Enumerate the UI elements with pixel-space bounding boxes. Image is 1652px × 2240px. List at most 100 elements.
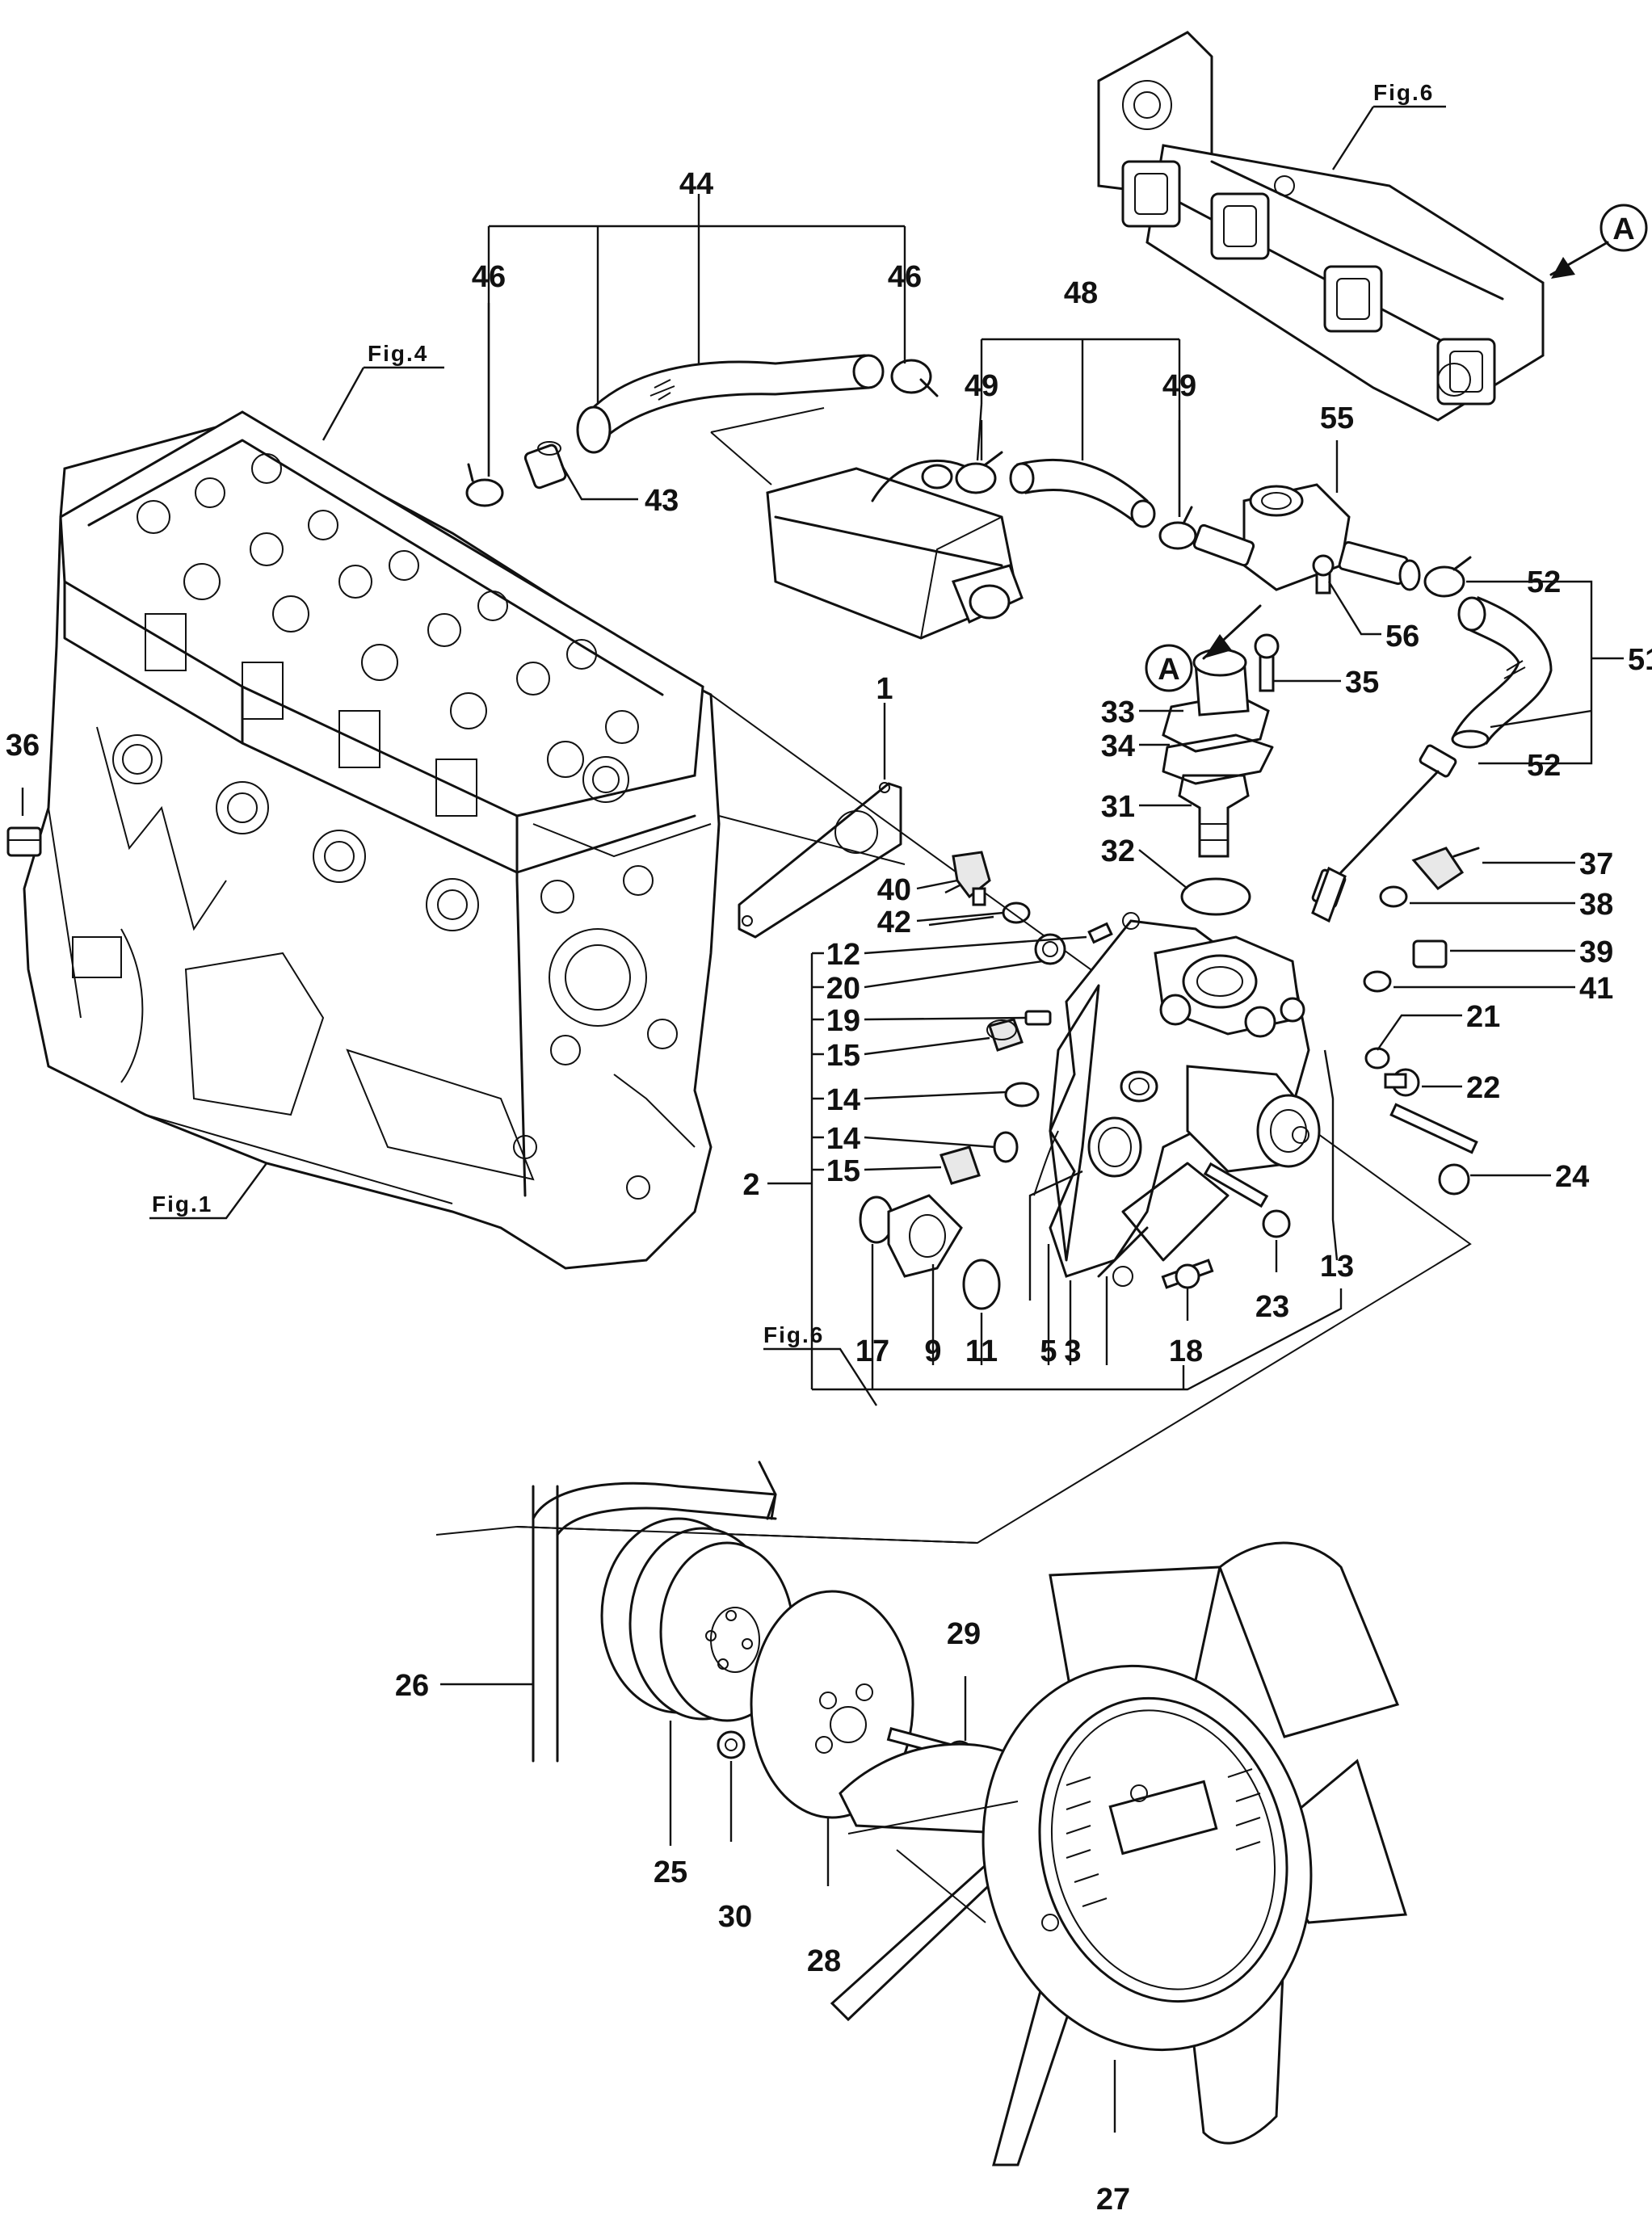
sensor-40 (952, 851, 991, 906)
drain-plug-36 (6, 826, 42, 857)
part-label-49: 49 (1162, 369, 1196, 403)
nut-20 (1034, 933, 1066, 965)
thermostat-31 (1178, 774, 1250, 858)
coupling-55 (1192, 483, 1421, 591)
o-ring-11 (962, 1259, 1001, 1310)
fig-ref-6-mid: Fig.6 (763, 1322, 824, 1347)
fig-ref-4: Fig.4 (368, 341, 428, 366)
plug-39 (1412, 939, 1448, 969)
part-label-52: 52 (1527, 749, 1561, 783)
part-label-42: 42 (877, 906, 911, 939)
engine-block (6, 410, 721, 1270)
bolt-35 (1254, 633, 1280, 692)
part-label-43: 43 (645, 484, 679, 518)
part-label-48: 48 (1064, 276, 1098, 310)
part-label-41: 41 (1579, 972, 1613, 1006)
part-label-23: 23 (1255, 1290, 1289, 1324)
part-label-19: 19 (826, 1004, 860, 1038)
clamp-49a (955, 451, 1003, 494)
part-label-35: 35 (1345, 666, 1379, 700)
bolt-22 (1384, 1068, 1420, 1097)
washer-42 (1002, 901, 1031, 924)
flange-9 (887, 1194, 963, 1278)
part-label-51: 51 (1628, 643, 1652, 677)
part-label-34: 34 (1101, 729, 1135, 763)
plug-15b (939, 1145, 981, 1185)
part-label-27: 27 (1096, 2183, 1130, 2217)
part-label-49: 49 (965, 369, 998, 403)
part-label-44: 44 (679, 167, 713, 201)
view-marker-a-top: A (1599, 204, 1648, 252)
thermostat-group (1162, 633, 1280, 916)
part-label-14: 14 (826, 1083, 860, 1117)
part-label-24: 24 (1555, 1160, 1589, 1194)
pump-fasteners (859, 847, 1480, 1310)
part-label-3: 3 (1064, 1334, 1081, 1368)
part-label-25: 25 (654, 1855, 687, 1889)
part-label-32: 32 (1101, 834, 1135, 868)
nut-30 (717, 1730, 746, 1759)
part-label-11: 11 (965, 1334, 998, 1368)
gasket-1 (738, 782, 902, 939)
part-label-28: 28 (807, 1944, 841, 1978)
egr-manifold-top (1097, 31, 1545, 422)
part-label-14: 14 (826, 1122, 860, 1156)
part-label-17: 17 (855, 1334, 889, 1368)
washer-21 (1364, 1047, 1390, 1070)
clamp-49b (1158, 506, 1197, 550)
part-label-2: 2 (742, 1168, 759, 1202)
o-ring-32 (1180, 877, 1251, 916)
v-belt-26 (532, 1485, 559, 1763)
cooling-fan-27 (830, 1541, 1407, 2166)
part-label-26: 26 (395, 1669, 429, 1703)
part-label-40: 40 (877, 873, 911, 907)
bolt-18 (1161, 1259, 1214, 1289)
part-label-36: 36 (6, 729, 40, 763)
bolt-24 (1389, 1103, 1478, 1196)
plug-15a (988, 1018, 1024, 1052)
hose-assembly (465, 354, 1553, 923)
part-label-52: 52 (1527, 565, 1561, 599)
part-label-39: 39 (1579, 935, 1613, 969)
clamp-46b (890, 359, 939, 397)
bolt-23 (1203, 1162, 1291, 1238)
clamp-52b (1419, 744, 1457, 778)
part-label-20: 20 (826, 972, 860, 1006)
water-pump-assembly (1033, 912, 1321, 1287)
part-label-55: 55 (1320, 401, 1354, 435)
part-labels: 44 46 46 48 49 49 55 43 56 52 51 52 35 3… (6, 167, 1652, 2217)
part-label-31: 31 (1101, 790, 1135, 824)
bolt-56 (1312, 554, 1335, 595)
stud-12 (1087, 922, 1113, 944)
part-label-15: 15 (826, 1154, 860, 1188)
switch-37 (1411, 847, 1480, 890)
part-label-37: 37 (1579, 847, 1613, 881)
part-label-1: 1 (876, 672, 893, 706)
part-label-56: 56 (1385, 620, 1419, 654)
view-marker-a-mid: A (1145, 644, 1193, 692)
part-label-9: 9 (924, 1334, 941, 1368)
washer-41 (1363, 970, 1392, 993)
egr-cooler-mid (766, 459, 1024, 640)
leader-lines (21, 105, 1624, 2133)
thermostat-cover-33 (1162, 648, 1270, 753)
part-label-5: 5 (1040, 1334, 1057, 1368)
part-label-33: 33 (1101, 696, 1135, 729)
bolt-19 (1024, 1010, 1052, 1026)
gasket-34 (1162, 733, 1274, 785)
part-label-29: 29 (947, 1617, 981, 1651)
washer-14b (993, 1131, 1019, 1163)
washer-14a (1004, 1082, 1040, 1107)
part-label-15: 15 (826, 1039, 860, 1073)
washer-38 (1379, 885, 1408, 908)
svg-text:A: A (1612, 212, 1634, 246)
part-label-22: 22 (1466, 1071, 1500, 1105)
spacer-plate-28 (750, 1590, 914, 1819)
part-label-46: 46 (888, 260, 922, 294)
part-label-46: 46 (472, 260, 506, 294)
part-label-12: 12 (826, 938, 860, 972)
clamp-46a (465, 463, 504, 507)
part-label-30: 30 (718, 1900, 752, 1934)
part-label-21: 21 (1466, 1000, 1500, 1034)
fan-drive-assembly (516, 1460, 1407, 2166)
